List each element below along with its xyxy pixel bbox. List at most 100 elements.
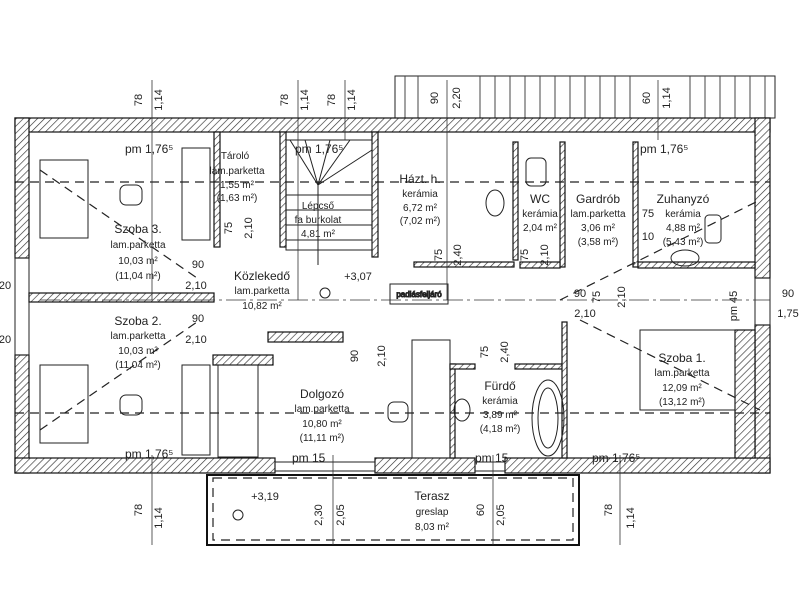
plan-text: Terasz	[414, 489, 449, 503]
plan-text: pm 15	[475, 451, 509, 465]
plan-text: lam.parketta	[234, 286, 289, 297]
plan-text: Dolgozó	[300, 387, 344, 401]
plan-text: 4,81 m²	[301, 229, 336, 240]
room-label-lepcso: Lépcső fa burkolat 4,81 m²	[295, 201, 342, 240]
plan-text: 1,75	[777, 308, 798, 320]
plan-text: pm 15	[292, 451, 326, 465]
sink-icon	[453, 398, 471, 422]
plan-text: 2,40	[499, 341, 511, 362]
room-label-szoba1: Szoba 1. lam.parketta 12,09 m² (13,12 m²…	[654, 351, 709, 408]
furniture: padlásfeljáró	[39, 147, 736, 459]
dimension-lines	[151, 80, 659, 545]
plan-text: 2,10	[185, 280, 206, 292]
plan-text: Tároló	[221, 151, 250, 162]
plan-text: pm 45	[728, 291, 740, 322]
plan-text: 78	[279, 94, 291, 106]
plan-text: (11,04 m²)	[115, 360, 160, 371]
bed-szoba1	[639, 329, 736, 411]
plan-text: Zuhanyzó	[657, 192, 710, 206]
plan-text: Fürdő	[484, 379, 516, 393]
plan-text: kerámia	[482, 396, 518, 407]
room-label-gardrob: Gardrób lam.parketta 3,06 m² (3,58 m²)	[570, 192, 625, 248]
dimension-labels: 78 1,14 78 1,14 78 1,14 90 2,20 60 1,14 …	[0, 87, 799, 528]
plan-text: 8,03 m²	[415, 522, 450, 533]
plan-text: 60	[641, 92, 653, 104]
plan-text: lam.parketta	[654, 368, 709, 379]
plan-text: (13,12 m²)	[659, 397, 705, 408]
plan-text: 2,05	[495, 504, 507, 525]
plan-text: 90	[192, 313, 204, 325]
parapet-labels: pm 1,76⁵ pm 1,76⁵ pm 1,76⁵ pm 1,76⁵ pm 1…	[125, 142, 740, 465]
bathtub-icon	[531, 379, 565, 457]
chair-icon	[387, 401, 409, 423]
plan-text: 2,20	[451, 87, 463, 108]
plan-text: (4,18 m²)	[480, 424, 521, 435]
terrace-outline	[206, 474, 580, 546]
plan-text: 10	[642, 231, 654, 243]
plan-text: 3,89 m²	[483, 410, 518, 421]
sink-icon	[670, 249, 700, 267]
level-terrace: +3,19	[251, 491, 279, 503]
plan-text: 75	[519, 249, 531, 261]
plan-text: 78	[133, 504, 145, 516]
plan-text: 10,80 m²	[302, 419, 342, 430]
plan-text: (3,58 m²)	[578, 237, 619, 248]
plan-text: (7,02 m²)	[400, 216, 441, 227]
bed-szoba2	[39, 364, 89, 444]
plan-text: 10,82 m²	[242, 301, 282, 312]
attic-hatch-label: padlásfeljáró	[396, 290, 442, 299]
plan-text: 1,14	[153, 507, 165, 528]
plan-text: 75	[642, 208, 654, 220]
plan-text: 2,10	[185, 334, 206, 346]
level-marker-icon	[232, 509, 244, 521]
plan-text: 10,03 m²	[118, 256, 158, 267]
plan-text: 90	[349, 350, 361, 362]
plan-text: Közlekedő	[234, 269, 290, 283]
plan-text: lam.parketta	[209, 166, 264, 177]
plan-text: (11,11 m²)	[300, 433, 345, 444]
plan-text: 60	[475, 504, 487, 516]
room-label-terasz: Terasz greslap 8,03 m²	[414, 489, 449, 533]
plan-text: 90	[782, 288, 794, 300]
attic-hatch-box	[389, 283, 449, 305]
plan-text: Lépcső	[302, 201, 335, 212]
plan-text: 90	[192, 259, 204, 271]
room-label-hazt: Házt. h. kerámia 6,72 m² (7,02 m²)	[399, 172, 440, 227]
room-label-kozlekedo: Közlekedő lam.parketta 10,82 m²	[234, 269, 290, 312]
plan-text: 75	[479, 346, 491, 358]
toilet-icon	[525, 157, 547, 187]
wardrobe-szoba3	[181, 147, 211, 241]
plan-text: Szoba 3.	[114, 222, 161, 236]
plan-text: 2,10	[243, 217, 255, 238]
toilet-icon	[704, 214, 722, 244]
plan-text: 12,09 m²	[662, 383, 702, 394]
plan-text: 20	[0, 334, 11, 346]
plan-text: 1,14	[346, 89, 358, 110]
plan-text: Gardrób	[576, 192, 620, 206]
plan-text: Szoba 1.	[658, 351, 705, 365]
plan-text: kerámia	[665, 209, 701, 220]
plan-text: 20	[0, 280, 11, 292]
sofa-dolgozo	[217, 364, 259, 458]
interior-walls	[28, 131, 756, 459]
plan-text: lam.parketta	[110, 331, 165, 342]
plan-text: 2,40	[452, 244, 464, 265]
room-label-szoba2: Szoba 2. lam.parketta 10,03 m² (11,04 m²…	[110, 314, 165, 371]
exterior-walls	[14, 117, 771, 474]
plan-text: pm 1,76⁵	[295, 142, 343, 156]
plan-text: 75	[591, 291, 603, 303]
staircase	[285, 139, 373, 265]
level-marker-icon	[319, 287, 331, 299]
plan-text: pm 1,76⁵	[640, 142, 688, 156]
plan-text: 90	[574, 288, 586, 300]
plan-text: 78	[603, 504, 615, 516]
plan-text: lam.parketta	[570, 209, 625, 220]
bed-szoba3	[39, 159, 89, 239]
plan-text: kerámia	[522, 209, 558, 220]
plan-text: fa burkolat	[295, 215, 342, 226]
plan-text: kerámia	[402, 189, 438, 200]
plan-text: 90	[429, 92, 441, 104]
plan-text: 75	[433, 249, 445, 261]
room-label-furdo: Fürdő kerámia 3,89 m² (4,18 m²)	[480, 379, 521, 435]
